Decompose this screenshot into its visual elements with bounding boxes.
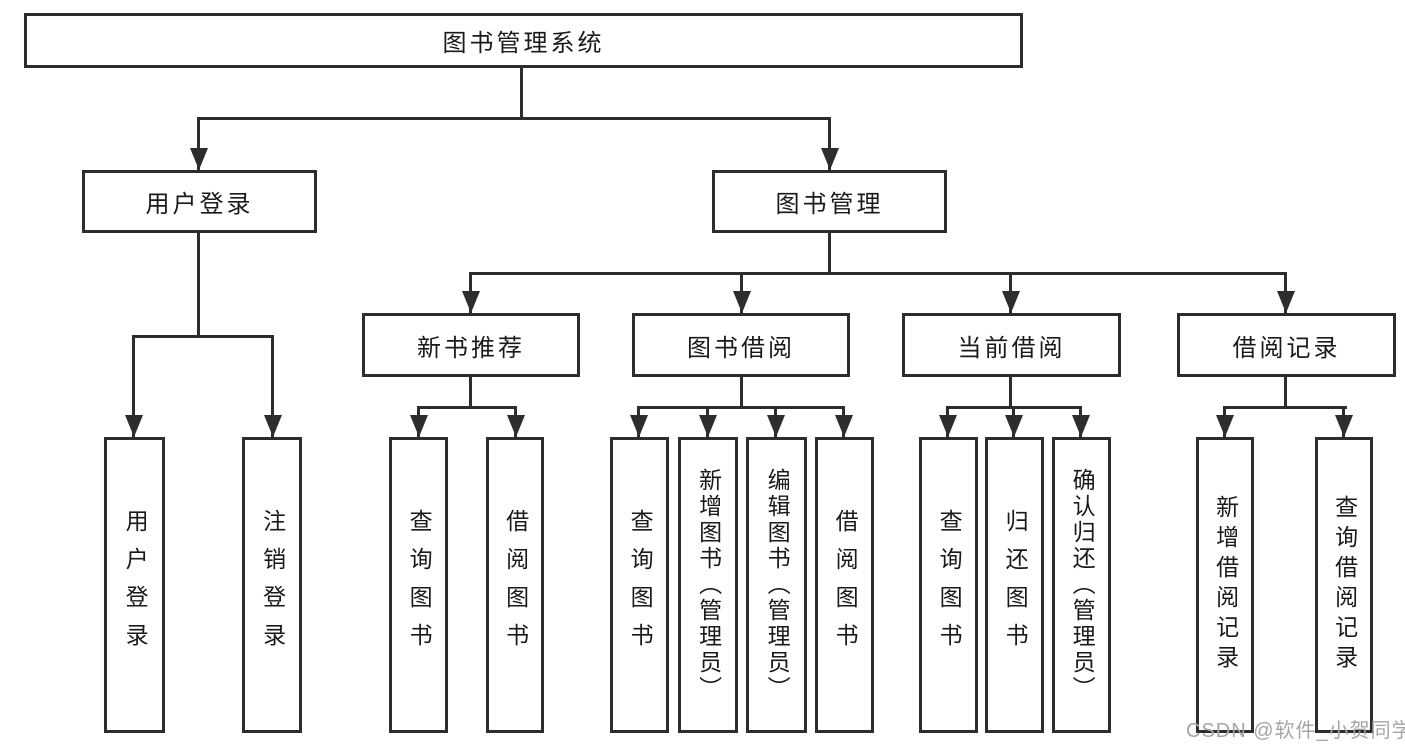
arrowhead-down-icon [1216,415,1234,437]
arrowhead-down-icon [1277,291,1295,313]
arrowhead-down-icon [939,415,957,437]
leaf-confirm-return-admin-label: 确认归还（管理员） [1069,468,1096,702]
connector-line [132,335,274,338]
arrowhead-down-icon [264,415,282,437]
connector-line [828,233,831,272]
node-current-borrowing-label: 当前借阅 [957,334,1066,362]
arrowhead-down-icon [125,415,143,437]
leaf-newbook-query-books-label: 查询图书 [406,509,433,661]
leaf-query-borrow-record: 查询借阅记录 [1315,437,1373,733]
leaf-query-borrow-record-label: 查询借阅记录 [1331,495,1358,675]
connector-line [740,377,743,406]
node-new-book-recommend: 新书推荐 [362,313,580,377]
leaf-current-query-books-label: 查询图书 [936,509,963,661]
arrowhead-down-icon [733,291,751,313]
connector-line [637,406,845,409]
leaf-add-books-admin-label: 新增图书（管理员） [695,468,722,702]
leaf-borrowing-borrow-books-label: 借阅图书 [832,509,859,661]
leaf-add-borrow-record-label: 新增借阅记录 [1212,495,1239,675]
leaf-newbook-borrow-books-label: 借阅图书 [502,509,529,661]
node-library-management-system-label: 图书管理系统 [442,30,605,57]
node-current-borrowing: 当前借阅 [902,313,1121,377]
leaf-add-books-admin: 新增图书（管理员） [678,437,738,733]
leaf-borrowing-borrow-books: 借阅图书 [815,437,874,733]
arrowhead-down-icon [462,291,480,313]
connector-line [1009,377,1012,406]
arrowhead-down-icon [1072,415,1090,437]
node-book-management: 图书管理 [712,170,947,233]
node-borrow-records-label: 借阅记录 [1232,334,1341,362]
connector-line [197,233,200,335]
arrowhead-down-icon [835,415,853,437]
arrowhead-down-icon [699,415,717,437]
connector-line [1284,377,1287,406]
leaf-edit-books-admin-label: 编辑图书（管理员） [764,468,791,702]
connector-line [197,117,200,170]
leaf-user-login-label: 用户登录 [122,509,149,661]
leaf-current-query-books: 查询图书 [919,437,978,733]
arrowhead-down-icon [821,148,839,170]
leaf-edit-books-admin: 编辑图书（管理员） [746,437,807,733]
arrowhead-down-icon [767,415,785,437]
leaf-return-books: 归还图书 [985,437,1044,733]
connector-line [197,117,831,120]
node-book-management-label: 图书管理 [775,191,884,218]
leaf-user-login: 用户登录 [104,437,165,733]
arrowhead-down-icon [507,415,525,437]
leaf-borrowing-query-books: 查询图书 [610,437,669,733]
node-user-login-label: 用户登录 [145,191,254,218]
arrowhead-down-icon [630,415,648,437]
leaf-borrowing-query-books-label: 查询图书 [627,509,654,661]
connector-line [271,335,274,437]
connector-line [132,335,135,437]
connector-line [469,272,1287,275]
arrowhead-down-icon [1005,415,1023,437]
connector-line [417,406,517,409]
node-book-borrowing-label: 图书借阅 [687,334,795,362]
connector-line [828,117,831,170]
connector-line [469,377,472,406]
leaf-confirm-return-admin: 确认归还（管理员） [1052,437,1111,733]
arrowhead-down-icon [410,415,428,437]
node-user-login: 用户登录 [82,170,317,233]
leaf-return-books-label: 归还图书 [1002,509,1029,661]
arrowhead-down-icon [190,148,208,170]
node-library-management-system: 图书管理系统 [24,13,1023,68]
node-book-borrowing: 图书借阅 [632,313,850,377]
leaf-newbook-borrow-books: 借阅图书 [486,437,544,733]
connector-line [520,68,523,117]
arrowhead-down-icon [1335,415,1353,437]
leaf-logout-label: 注销登录 [259,509,286,661]
leaf-add-borrow-record: 新增借阅记录 [1196,437,1254,733]
node-borrow-records: 借阅记录 [1177,313,1396,377]
leaf-newbook-query-books: 查询图书 [389,437,448,733]
leaf-logout: 注销登录 [242,437,302,733]
arrowhead-down-icon [1002,291,1020,313]
node-new-book-recommend-label: 新书推荐 [417,334,525,362]
connector-line [1223,406,1347,409]
watermark-text: CSDN @软件_小贺同学 [1186,720,1405,742]
